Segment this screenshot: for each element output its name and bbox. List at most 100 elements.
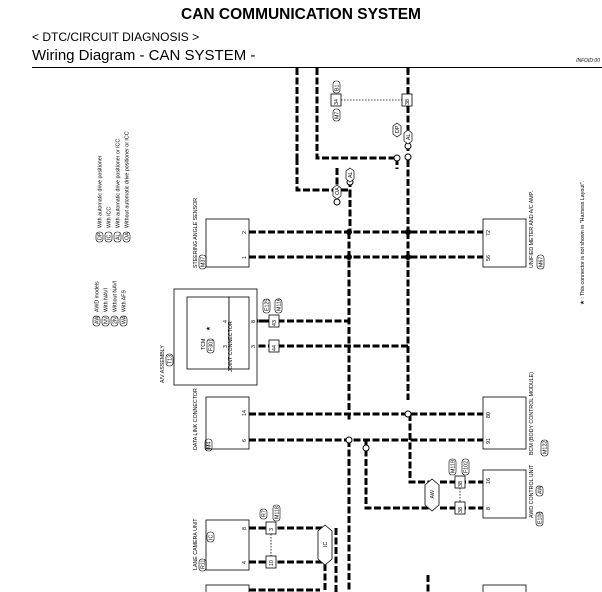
- connector-tag: [165, 353, 174, 367]
- option-oval-aw: [92, 315, 101, 327]
- connector-tag-label: F102: [464, 461, 470, 473]
- tcm-box: [186, 296, 230, 370]
- joint-box: [228, 296, 250, 370]
- legend-text: Without automatic drive positioner or IC…: [125, 131, 131, 228]
- legend-text: With automatic drive positioner or ICC: [116, 139, 122, 228]
- av-assembly: A/V ASSEMBLY T13 TCM ★ F301 JOINT CONNEC…: [160, 288, 258, 386]
- unified-meter-ac-amp: 72 56 UNIFIED METER AND A/C AMP. M67: [482, 191, 545, 270]
- component-box: [482, 469, 527, 519]
- assembly-name: A/V ASSEMBLY: [160, 345, 166, 383]
- breadcrumb[interactable]: < DTC/CIRCUIT DIAGNOSIS >: [32, 30, 200, 44]
- pin-label: 8: [251, 320, 257, 323]
- pin-label: 1: [242, 256, 248, 259]
- page-title: CAN COMMUNICATION SYSTEM: [181, 6, 421, 23]
- option-label: IC: [209, 535, 215, 540]
- tcm-name: TCM: [201, 339, 207, 350]
- can-wires: [249, 68, 483, 592]
- legend-text: With AFS: [122, 289, 128, 312]
- wire-trunk-mid: [315, 68, 397, 160]
- option-oval-2n: [110, 315, 119, 327]
- pin-label: 34: [334, 99, 340, 105]
- splice-dp-label: DP: [395, 125, 401, 133]
- component-name: UNIFIED METER AND A/C AMP.: [529, 191, 535, 268]
- splice-dot: [362, 444, 370, 452]
- splice-aw-hex: [424, 478, 440, 512]
- connector-tag-label: M37: [201, 257, 207, 267]
- legend-text: AWD models: [95, 281, 101, 312]
- junction-dot: [346, 229, 352, 235]
- lane-camera-unit: 8 4 LANE CAMERA UNIT R11 IC: [193, 518, 250, 572]
- connector-tag: [272, 504, 281, 522]
- junction-dot: [346, 254, 352, 260]
- pin-label: 4: [223, 320, 229, 323]
- option-oval-nv: [101, 315, 110, 327]
- pin-label: 91: [486, 438, 492, 444]
- connector-tag: [540, 439, 549, 457]
- awd-harness-connector: 38 38 M119 F102: [448, 458, 470, 515]
- connector-tag: [448, 458, 457, 476]
- harness-note: ★ : This connector is not shown in "Harn…: [580, 181, 586, 305]
- wire-oa-branch: [295, 158, 352, 232]
- connector-tag-label: E108: [538, 512, 544, 524]
- splice-al-hex: [345, 167, 355, 183]
- option-oval: [206, 531, 215, 543]
- pin-label: 3: [223, 345, 229, 348]
- splice-dot: [333, 198, 341, 206]
- header-rule: [32, 67, 602, 68]
- pin-label: 8: [242, 527, 248, 530]
- splice-oa-label: OA: [335, 187, 341, 195]
- connector-tag: [274, 298, 283, 314]
- legend-code: AL: [116, 233, 122, 240]
- splice-dot: [345, 436, 353, 444]
- connector-tag-label: F301: [209, 339, 215, 351]
- connector-tag-label: M119: [451, 460, 457, 473]
- steering-angle-sensor: 2 1 STEERING ANGLE SENSOR M37: [193, 198, 250, 270]
- component-name: BCM (BODY CONTROL MODULE): [529, 372, 535, 455]
- splice-al2-label: AL: [406, 133, 412, 140]
- component-box: [205, 519, 250, 571]
- joint-name: JOINT CONNECTOR: [228, 321, 234, 372]
- connector-tag-label: M7: [335, 112, 341, 119]
- option-oval-al: [113, 231, 122, 243]
- splice-dot: [404, 153, 412, 161]
- legend-text: With automatic drive positioner: [98, 155, 104, 228]
- data-link-connector: 14 6 DATA LINK CONNECTOR M4: [193, 388, 250, 452]
- wire-awd-l: [364, 440, 430, 510]
- connector-tag: [536, 254, 545, 270]
- component-box: [482, 218, 527, 268]
- legend-code: AW: [95, 316, 101, 324]
- pin-label: 44: [272, 345, 278, 351]
- splice-oa-hex: [332, 184, 342, 200]
- legend-text: With NAVI: [104, 288, 110, 312]
- connector-tag: [198, 254, 207, 270]
- tcm-harness-connector: 43 44 E125 M116: [262, 298, 283, 353]
- component-box-partial: [205, 584, 250, 592]
- awd-control-unit: 16 8 AWD CONTROL UNIT E108 AW: [482, 464, 544, 527]
- connector-tag: [259, 508, 268, 520]
- pin-label: 6: [242, 439, 248, 442]
- connector-tag-label: M122: [543, 441, 549, 454]
- legend-code: 2N: [113, 317, 119, 324]
- splice-ic-hex: [317, 524, 333, 566]
- connector-tag: [206, 338, 215, 354]
- connector-tag-label: B1: [335, 84, 341, 91]
- connector-tag: [535, 511, 544, 527]
- pin-box: [454, 501, 466, 515]
- connector-tag-label: R11: [201, 560, 207, 569]
- pin-label: 38: [458, 507, 464, 513]
- pin-label: 43: [272, 320, 278, 326]
- component-box-partial: [482, 584, 527, 592]
- legend-code: DP: [98, 232, 104, 240]
- legend-code: WA: [122, 315, 128, 324]
- pin-label: 8: [486, 507, 492, 510]
- pin-box: [265, 521, 277, 535]
- connector-tag-label: T13: [168, 355, 174, 364]
- pin-label: 4: [242, 561, 248, 564]
- legend-options: DP With automatic drive positioner IC Wi…: [95, 131, 131, 243]
- connector-tag-label: M67: [539, 257, 545, 267]
- lane-harness-connector: 3 10 R7 M118: [259, 504, 281, 569]
- splice-aw-label: AW: [430, 490, 436, 498]
- top-harness-connector: 34 38 B1 M7: [330, 80, 413, 122]
- option-oval-dp: [95, 231, 104, 243]
- connector-tag: [332, 108, 341, 122]
